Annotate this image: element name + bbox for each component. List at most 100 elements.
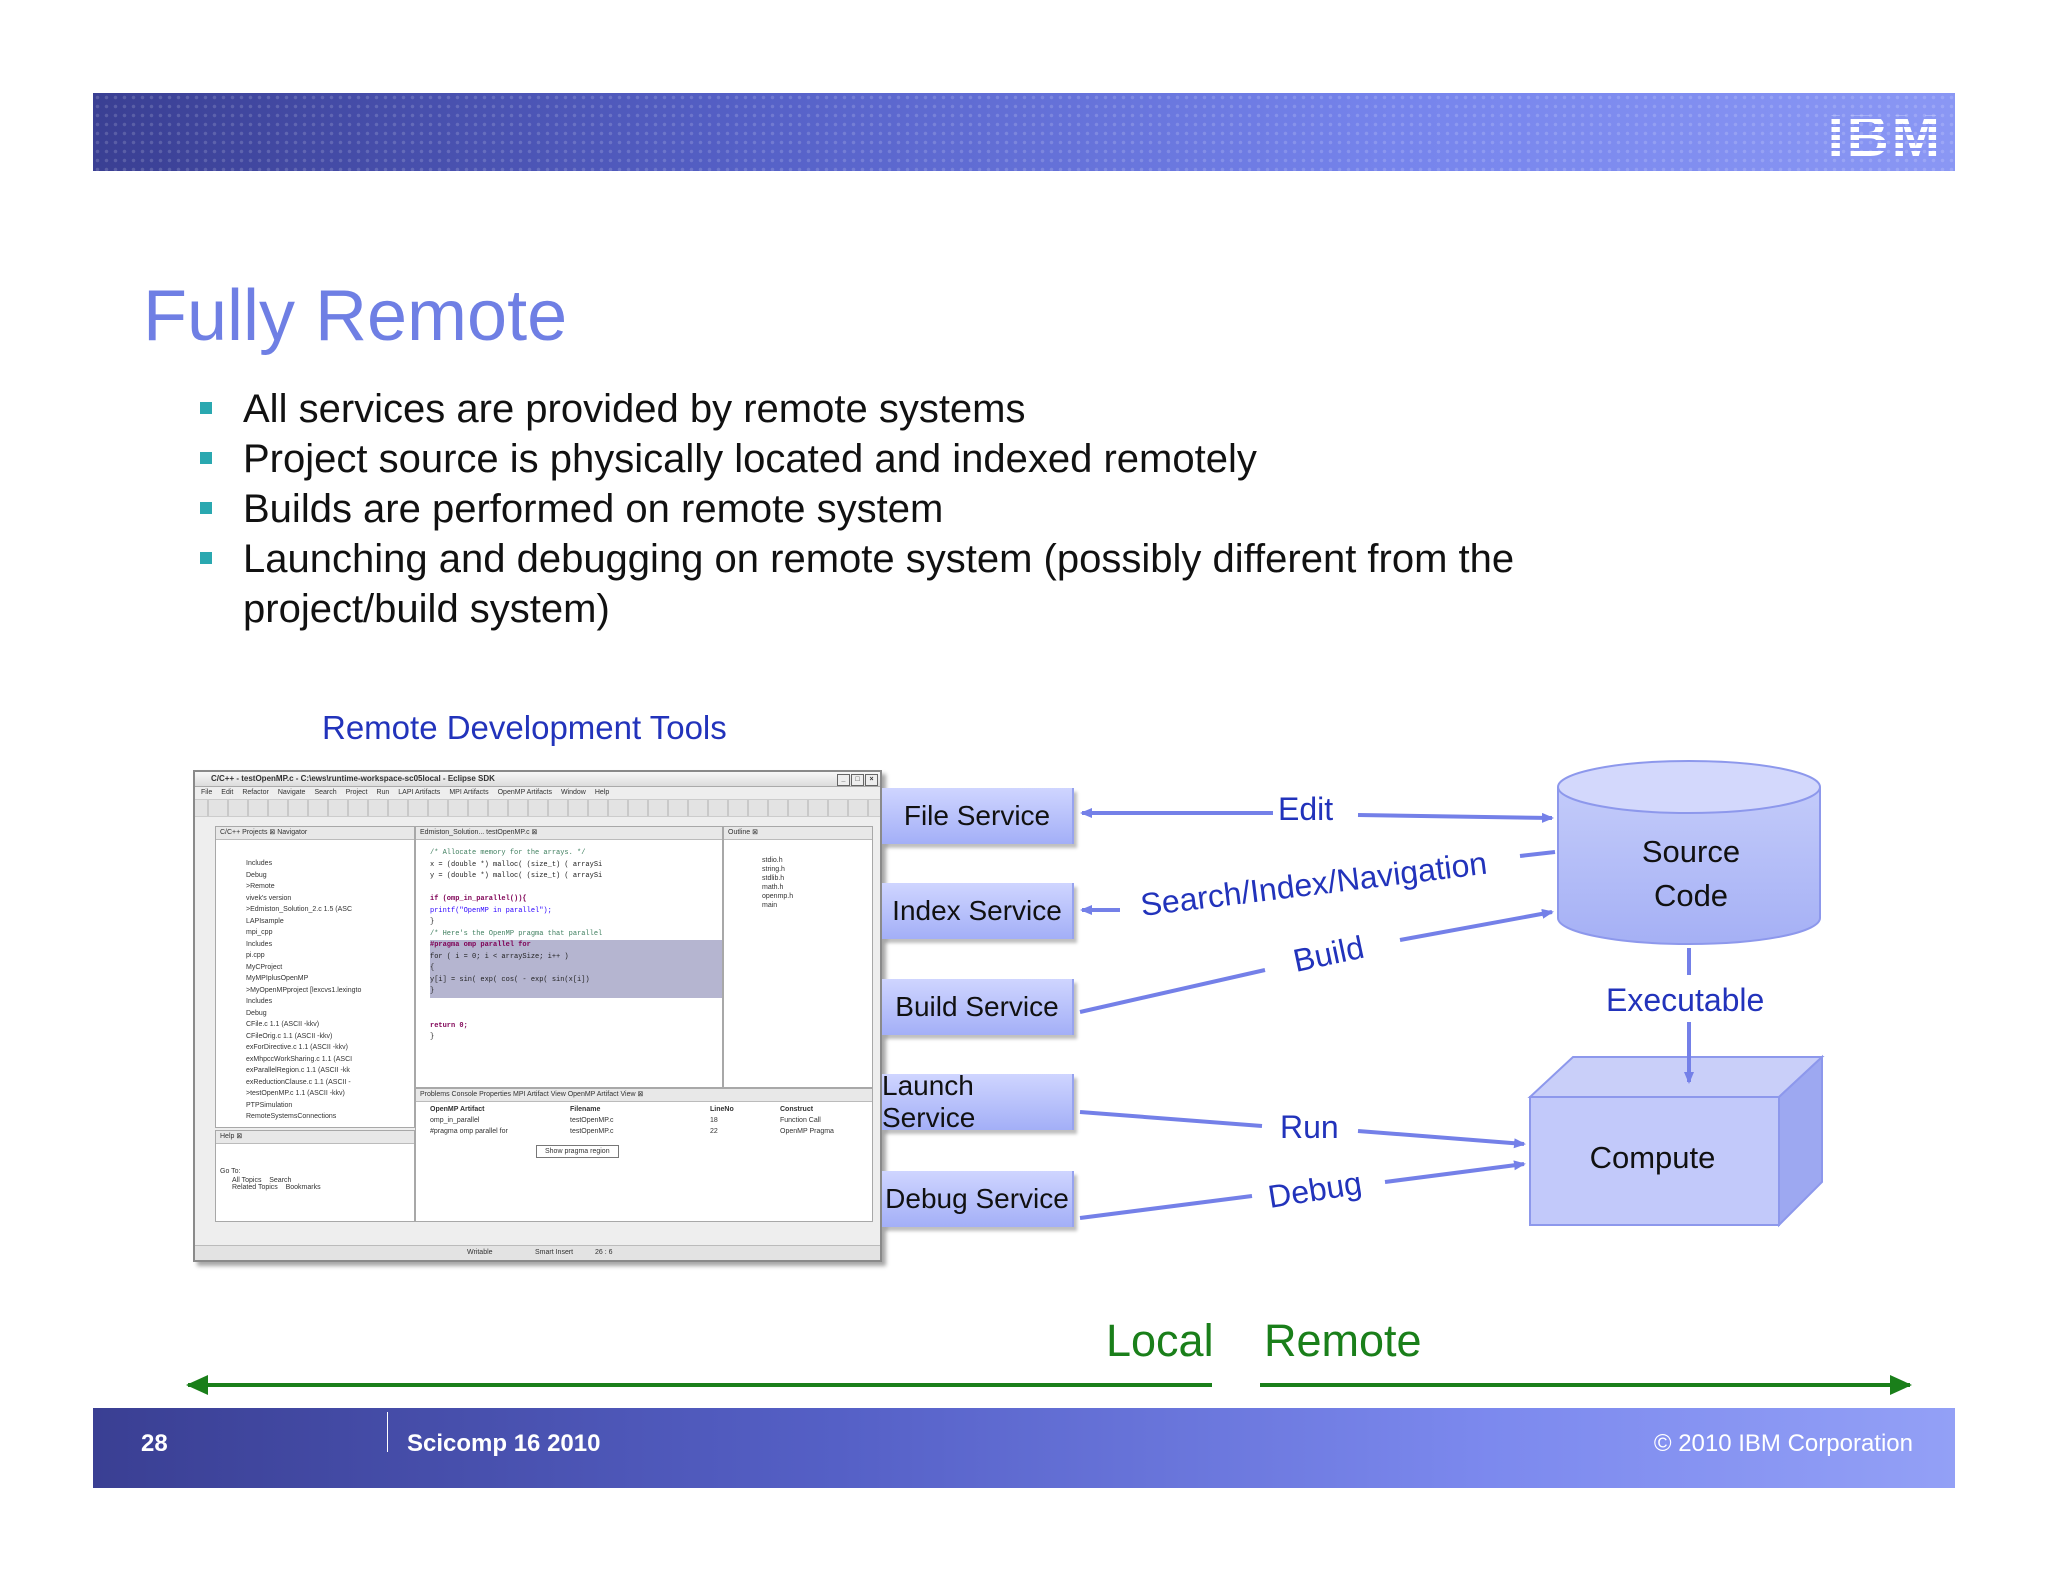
bullet-item: Launching and debugging on remote system… <box>195 534 1645 634</box>
menu-item: Help <box>594 789 610 796</box>
tree-item: MyCProject <box>246 963 283 971</box>
menu-item: Project <box>345 789 368 796</box>
ibm-logo: IBM <box>1827 104 1943 169</box>
bullet-square-icon <box>200 502 212 514</box>
tree-item: RemoteSystemsConnections <box>246 1113 337 1120</box>
code-line: y = (double *) malloc( (size_t) ( arrayS… <box>430 872 603 880</box>
help-link: Bookmarks <box>285 1184 321 1191</box>
tree-item: CFileOrig.c 1.1 (ASCII -kkv) <box>246 1032 333 1040</box>
bullet-item: Project source is physically located and… <box>195 434 1645 484</box>
code-line: { <box>430 963 722 975</box>
tree-item: exForDirective.c 1.1 (ASCII -kkv) <box>246 1044 348 1051</box>
bullet-square-icon <box>200 552 212 564</box>
menu-item: Refactor <box>242 789 269 796</box>
code-line: /* Here's the OpenMP pragma that paralle… <box>430 929 603 938</box>
help-tab: Help ⊠ <box>216 1131 414 1144</box>
table-cell: testOpenMP.c <box>570 1117 614 1124</box>
tree-item: pi.cpp <box>246 952 265 959</box>
run-arrow-right <box>1357 1129 1526 1149</box>
code-line: /* Allocate memory for the arrays. */ <box>430 849 586 857</box>
table-row: omp_in_parallel testOpenMP.c 18 Function… <box>416 1113 872 1124</box>
status-cursor-position: 26 : 6 <box>595 1249 613 1256</box>
run-arrow-left <box>1079 1110 1263 1128</box>
code-line: for ( i = 0; i < arraySize; i++ ) <box>430 951 722 963</box>
remote-label: Remote <box>1264 1315 1422 1366</box>
column-header: LineNo <box>710 1106 734 1113</box>
tree-item: Includes <box>246 860 273 867</box>
code-line: if (omp_in_parallel()){ <box>430 895 527 903</box>
search-arrow-right <box>1519 850 1556 858</box>
code-line: } <box>430 1033 435 1041</box>
tree-item: Debug <box>246 871 267 879</box>
code-line: printf("OpenMP in parallel"); <box>430 906 552 915</box>
ide-titlebar: C/C++ - testOpenMP.c - C:\ews\runtime-wo… <box>195 772 880 787</box>
bullet-item: Builds are performed on remote system <box>195 484 1645 534</box>
header-banner: IBM <box>93 93 1955 171</box>
column-header: OpenMP Artifact <box>430 1106 485 1113</box>
code-line: y[i] = sin( exp( cos( - exp( sin(x[i]) <box>430 974 722 986</box>
table-cell: 18 <box>710 1117 718 1124</box>
project-tree: Includes Debug >Remote vivek's version >… <box>216 840 414 1123</box>
launch-service-box: Launch Service <box>882 1070 1074 1133</box>
compute-label: Compute <box>1589 1140 1716 1175</box>
table-cell: OpenMP Pragma <box>780 1128 834 1135</box>
tree-item: CFile.c 1.1 (ASCII -kkv) <box>246 1021 320 1028</box>
menu-item: Navigate <box>277 789 306 796</box>
editor-pane: Edmiston_Solution... testOpenMP.c ⊠ /* A… <box>415 826 723 1088</box>
tree-item: LAPIsample <box>246 917 284 925</box>
help-link: Search <box>269 1177 292 1184</box>
remote-tools-label: Remote Development Tools <box>322 709 727 746</box>
column-header: Filename <box>570 1106 601 1113</box>
code-editor: /* Allocate memory for the arrays. */ x … <box>416 840 722 1044</box>
projects-pane: C/C++ Projects ⊠ Navigator Includes Debu… <box>215 826 415 1128</box>
local-label: Local <box>1106 1315 1214 1366</box>
context-menu-popup: Show pragma region <box>536 1145 619 1158</box>
code-line: #pragma omp parallel for <box>430 940 722 952</box>
ide-statusbar: Writable Smart Insert 26 : 6 <box>195 1245 880 1260</box>
build-arrow-right <box>1399 908 1554 942</box>
help-link: Related Topics <box>232 1184 278 1191</box>
menu-item: Run <box>376 789 390 796</box>
help-goto: Go To: <box>220 1168 241 1175</box>
tree-item: MyMPIplusOpenMP <box>246 975 309 982</box>
copyright: © 2010 IBM Corporation <box>1653 1430 1913 1457</box>
edit-label: Edit <box>1278 791 1333 827</box>
tree-item: >Remote <box>246 883 275 890</box>
code-line: x = (double *) malloc( (size_t) ( arrayS… <box>430 860 603 869</box>
outline-item: main <box>762 902 778 909</box>
build-label: Build <box>1290 929 1367 979</box>
index-service-box: Index Service <box>882 883 1074 939</box>
tree-item: exReductionClause.c 1.1 (ASCII - <box>246 1078 351 1086</box>
status-insert-mode: Smart Insert <box>535 1249 574 1256</box>
executable-label: Executable <box>1606 982 1764 1018</box>
help-link: All Topics <box>232 1177 262 1184</box>
artifact-view-pane: Problems Console Properties MPI Artifact… <box>415 1088 873 1222</box>
bottom-tabs: Problems Console Properties MPI Artifact… <box>416 1089 872 1102</box>
menu-item: LAPI Artifacts <box>398 789 441 796</box>
outline-pane: Outline ⊠ stdio.h string.h stdlib.h math… <box>723 826 873 1088</box>
build-service-box: Build Service <box>882 979 1074 1035</box>
menu-item: Window <box>560 789 586 796</box>
help-links: All Topics Search Related Topics Bookmar… <box>216 1175 414 1191</box>
table-cell: Function Call <box>780 1117 821 1124</box>
run-label: Run <box>1280 1109 1339 1145</box>
menu-item: Edit <box>221 789 234 796</box>
editor-tabs: Edmiston_Solution... testOpenMP.c ⊠ <box>416 827 722 840</box>
outline-item: math.h <box>762 884 784 891</box>
code-line: } <box>430 986 722 998</box>
footer-banner: 28 Scicomp 16 2010 © 2010 IBM Corporatio… <box>93 1408 1955 1488</box>
debug-service-box: Debug Service <box>882 1171 1074 1227</box>
build-arrow-left <box>1079 968 1266 1014</box>
search-index-navigation-label: Search/Index/Navigation <box>1138 845 1488 923</box>
menu-item: File <box>201 789 213 796</box>
tree-item: mpi_cpp <box>246 929 273 936</box>
tree-item: >Edmiston_Solution_2.c 1.5 (ASC <box>246 906 353 913</box>
table-cell: testOpenMP.c <box>570 1128 614 1135</box>
outline-item: string.h <box>762 866 785 873</box>
tree-item: Includes <box>246 998 273 1005</box>
bullet-item: All services are provided by remote syst… <box>195 384 1645 434</box>
service-arrows <box>1079 808 1694 1220</box>
table-cell: 22 <box>710 1128 718 1135</box>
bullet-list: All services are provided by remote syst… <box>195 384 1645 634</box>
debug-arrow-right <box>1384 1160 1526 1184</box>
